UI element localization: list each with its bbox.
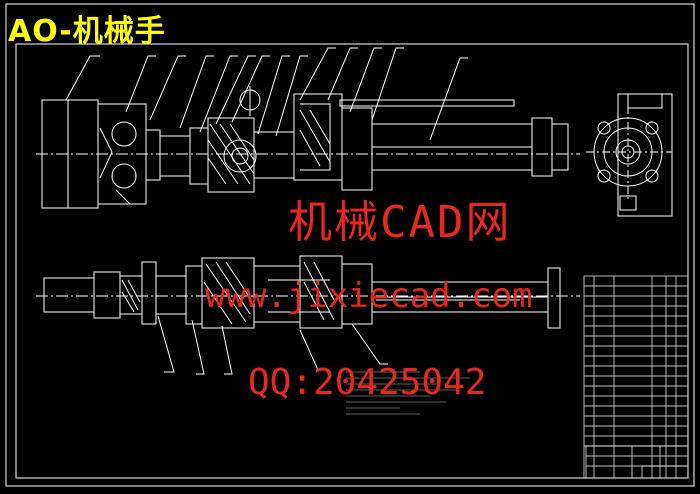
parts-list-table	[583, 275, 689, 479]
title-block	[585, 445, 689, 479]
sheet-border	[5, 3, 695, 487]
upper-callouts	[65, 47, 468, 205]
watermark-brand: 机械CAD网	[288, 197, 512, 248]
end-view-flange	[586, 93, 673, 217]
inner-frame	[15, 43, 689, 479]
lower-assembly-view	[36, 255, 580, 329]
upper-assembly-view	[36, 86, 580, 209]
drawing-title: AO-机械手	[8, 14, 166, 49]
technical-notes	[346, 371, 470, 415]
lower-callouts	[157, 315, 388, 375]
watermark-qq: QQ:20425042	[248, 362, 487, 403]
watermark-url: www.jixiecad.com	[205, 276, 533, 316]
